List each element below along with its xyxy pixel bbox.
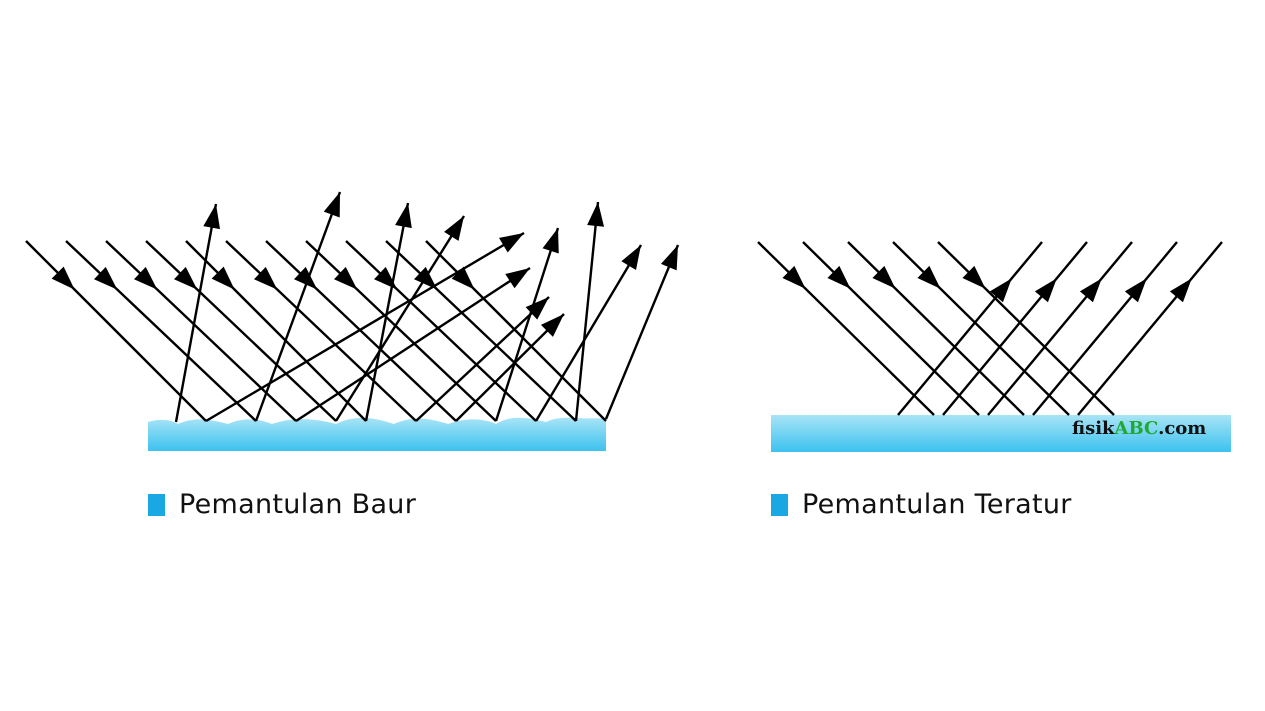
reflected-ray-2: [942, 241, 1088, 416]
incident-ray-10: [385, 240, 577, 422]
incident-arrowhead-5: [211, 266, 235, 290]
incident-arrowhead-7: [294, 266, 318, 290]
reflected-arrowhead-4: [505, 268, 530, 289]
incident-arrowhead-6: [254, 266, 278, 290]
incident-ray-8: [305, 240, 497, 422]
reflected-ray-8: [455, 313, 565, 422]
watermark-suffix: .com: [1158, 418, 1207, 439]
diffuse-rays: [25, 191, 680, 423]
incident-ray-3: [847, 241, 1025, 416]
reflected-arrowhead-11: [587, 202, 605, 227]
reflected-ray-3: [987, 241, 1133, 416]
incident-ray-9: [345, 240, 537, 422]
reflected-arrowhead-3: [323, 192, 340, 218]
legend-regular: Pemantulan Teratur: [771, 489, 1072, 520]
regular-reflection-panel: [757, 241, 1231, 452]
reflected-ray-6: [364, 202, 410, 422]
reflected-ray-9: [494, 227, 560, 422]
incident-ray-7: [265, 240, 457, 422]
reflected-arrowhead-6: [395, 203, 412, 229]
reflected-arrowhead-8: [540, 314, 564, 337]
reflected-ray-11: [574, 201, 600, 422]
reflected-ray-4: [295, 266, 531, 423]
incident-arrowhead-4: [917, 265, 941, 289]
smooth-surface: [771, 415, 1231, 452]
reflected-arrowhead-9: [542, 228, 559, 254]
incident-ray-11: [425, 240, 607, 422]
reflected-ray-5: [1077, 241, 1223, 416]
reflected-ray-4: [1032, 241, 1178, 416]
incident-ray-1: [757, 241, 935, 416]
incident-ray-2: [65, 240, 257, 422]
watermark-logo: fisikABC.com: [1072, 418, 1206, 439]
incident-arrowhead-1: [51, 266, 75, 290]
legend-label-regular: Pemantulan Teratur: [802, 489, 1072, 520]
reflected-ray-10: [534, 244, 643, 422]
reflected-ray-3: [254, 191, 342, 422]
incident-arrowhead-4: [174, 266, 198, 290]
incident-ray-6: [225, 240, 417, 422]
reflected-arrowhead-5: [444, 216, 464, 241]
reflected-arrowhead-4: [1124, 278, 1147, 303]
incident-arrowhead-3: [872, 265, 896, 289]
reflected-arrowhead-5: [1169, 278, 1192, 303]
legend-label-diffuse: Pemantulan Baur: [179, 489, 417, 520]
reflected-ray-12: [604, 244, 680, 420]
incident-arrowhead-2: [94, 266, 118, 290]
incident-ray-1: [25, 240, 207, 422]
regular-rays: [757, 241, 1223, 416]
legend-diffuse: Pemantulan Baur: [148, 489, 416, 520]
reflected-arrowhead-10: [621, 245, 641, 270]
reflected-arrowhead-2: [499, 233, 524, 253]
reflected-ray-1: [897, 241, 1043, 416]
incident-arrowhead-1: [782, 265, 806, 289]
reflected-arrowhead-3: [1079, 278, 1102, 303]
reflected-arrowhead-1: [203, 204, 221, 230]
incident-ray-4: [892, 241, 1070, 416]
reflected-arrowhead-1: [989, 278, 1012, 303]
incident-arrowhead-2: [827, 265, 851, 289]
reflected-ray-5: [334, 215, 466, 422]
rough-surface: [148, 417, 606, 451]
reflected-arrowhead-2: [1034, 278, 1057, 303]
reflected-arrowhead-12: [660, 245, 678, 271]
incident-ray-4: [145, 240, 337, 422]
reflected-ray-7: [415, 296, 550, 422]
legend-swatch-diffuse: [148, 493, 165, 516]
diffuse-reflection-panel: [25, 191, 680, 451]
reflected-ray-2: [205, 231, 525, 423]
incident-arrowhead-3: [134, 266, 158, 290]
incident-arrowhead-5: [962, 265, 986, 289]
watermark-highlight: ABC: [1114, 418, 1159, 439]
reflected-arrowhead-7: [525, 297, 549, 320]
legend-swatch-regular: [771, 493, 788, 516]
incident-ray-5: [937, 241, 1115, 416]
incident-ray-5: [185, 240, 367, 422]
incident-ray-3: [105, 240, 297, 422]
incident-arrowhead-8: [334, 266, 358, 290]
incident-ray-2: [802, 241, 980, 416]
incident-arrowhead-11: [451, 266, 475, 290]
reflected-ray-1: [174, 203, 218, 423]
watermark-prefix: fisik: [1072, 418, 1115, 439]
